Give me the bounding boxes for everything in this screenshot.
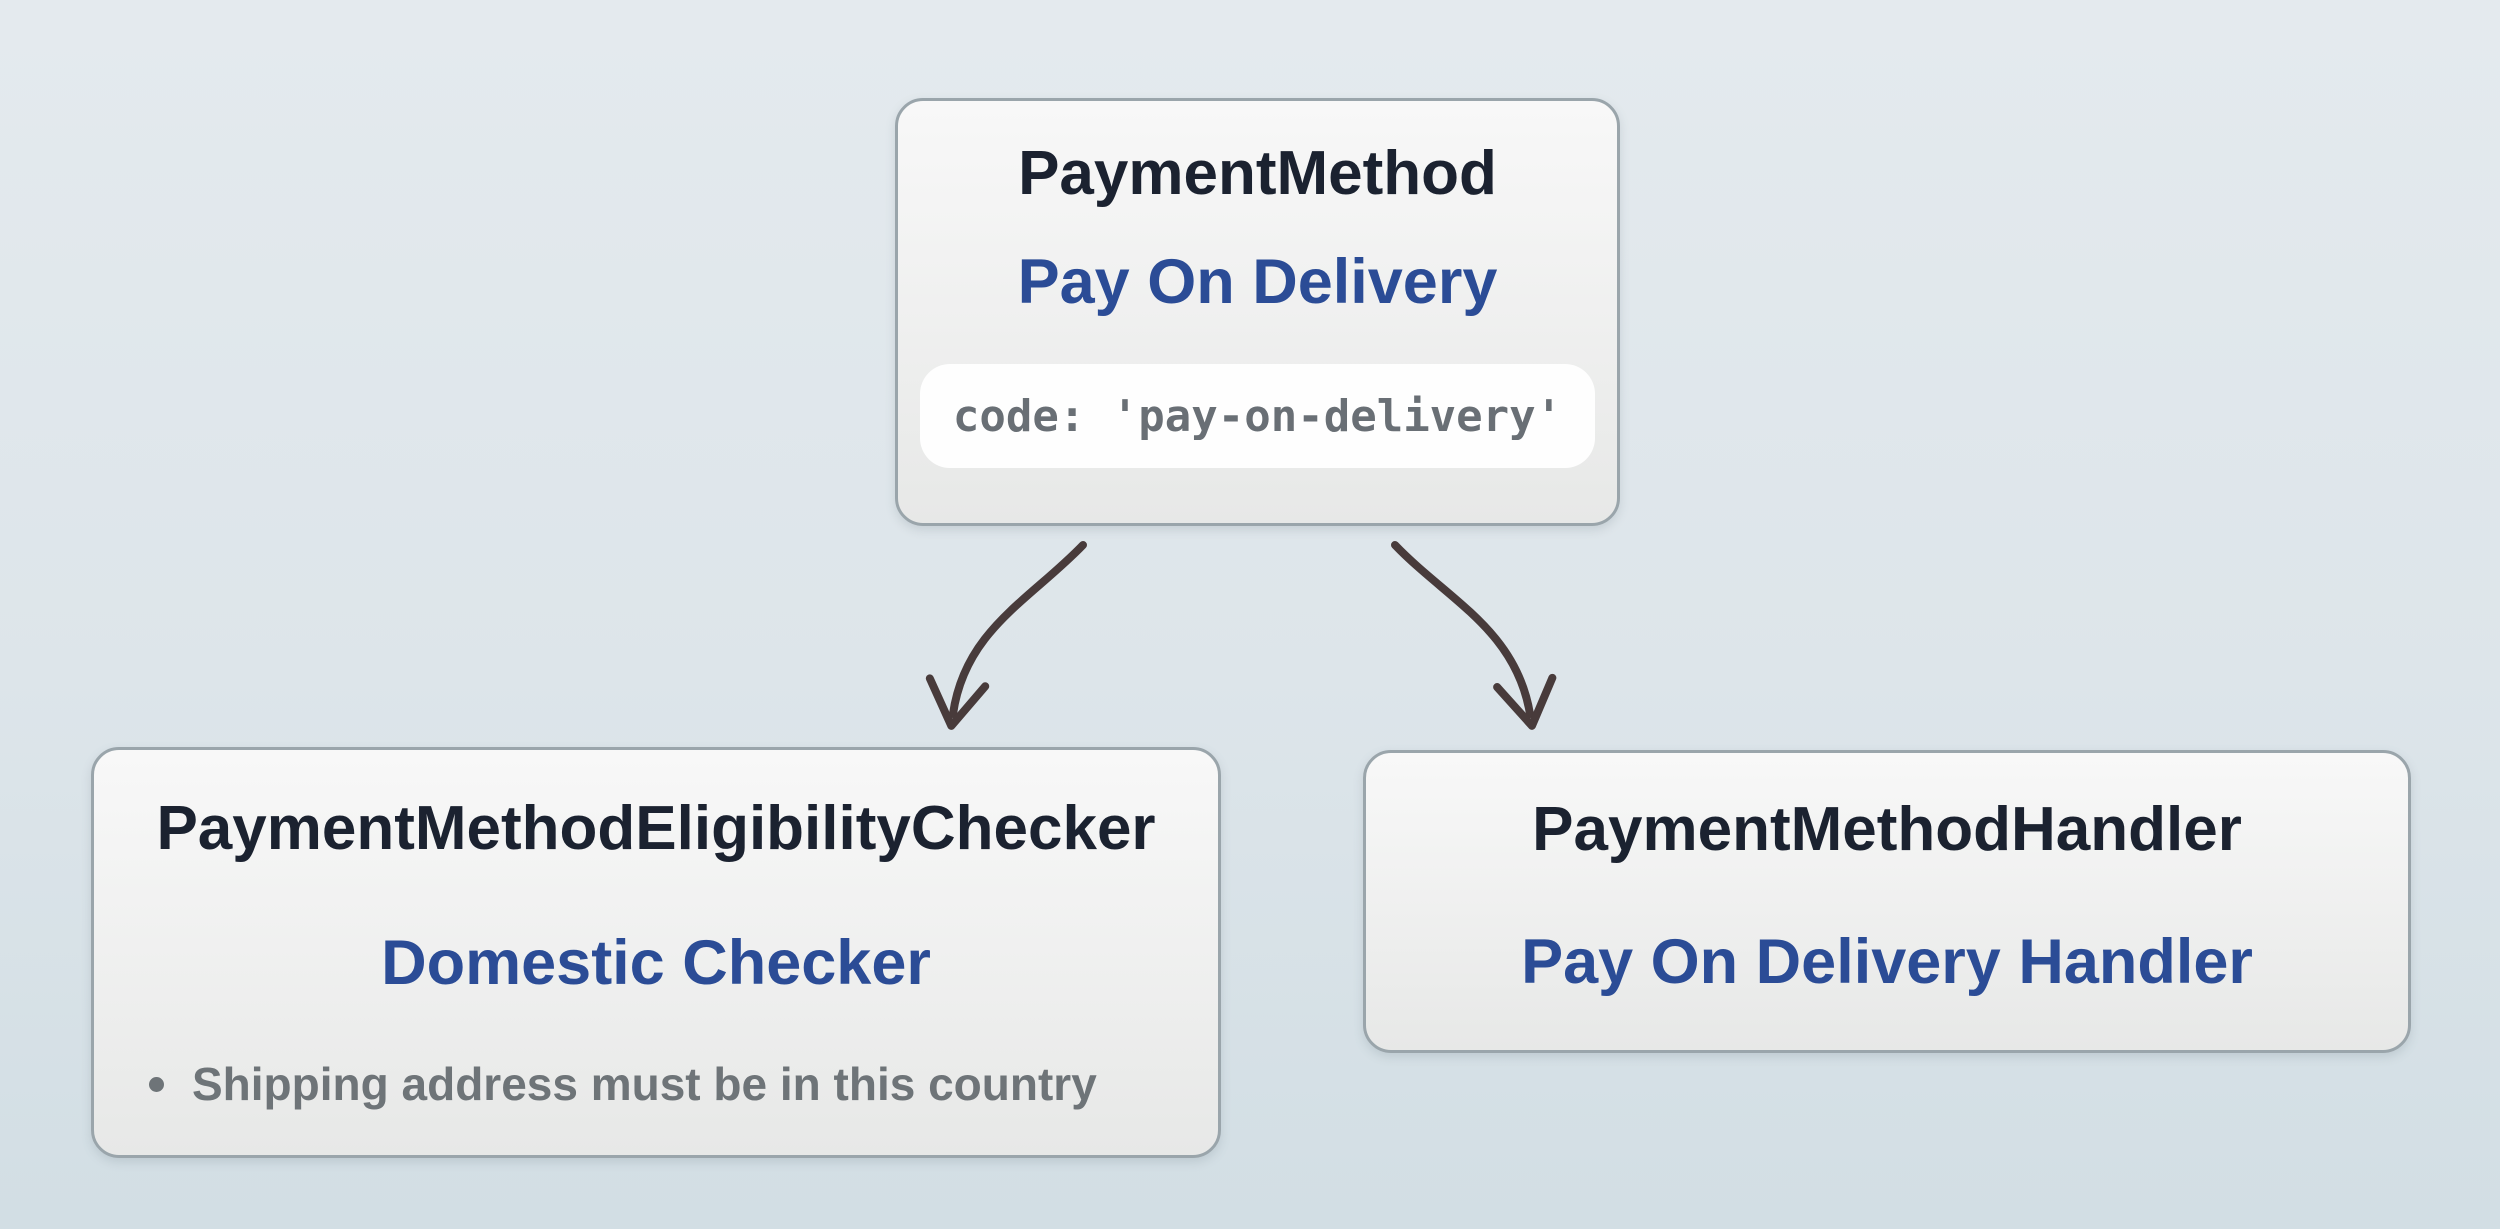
payment-method-subtitle: Pay On Delivery bbox=[1017, 247, 1498, 317]
payment-method-code: code: 'pay-on-delivery' bbox=[952, 390, 1563, 442]
arrow-to-handler bbox=[1391, 541, 1557, 730]
node-handler: PaymentMethodHandler Pay On Delivery Han… bbox=[1363, 750, 2411, 1053]
eligibility-checker-title: PaymentMethodEligibilityChecker bbox=[156, 794, 1156, 863]
payment-method-code-pill: code: 'pay-on-delivery' bbox=[920, 364, 1595, 468]
arrow-to-eligibility-checker bbox=[925, 541, 1087, 730]
node-eligibility-checker: PaymentMethodEligibilityChecker Domestic… bbox=[91, 747, 1221, 1158]
node-payment-method: PaymentMethod Pay On Delivery code: 'pay… bbox=[895, 98, 1620, 526]
eligibility-checker-subtitle: Domestic Checker bbox=[381, 928, 931, 998]
handler-subtitle: Pay On Delivery Handler bbox=[1521, 927, 2253, 997]
bullet-dot-icon bbox=[149, 1076, 164, 1092]
handler-title: PaymentMethodHandler bbox=[1532, 795, 2242, 864]
eligibility-checker-bullet-item: Shipping address must be in this country bbox=[119, 1061, 1193, 1107]
payment-method-title: PaymentMethod bbox=[1018, 139, 1497, 208]
eligibility-checker-bullet-text: Shipping address must be in this country bbox=[192, 1058, 1097, 1110]
